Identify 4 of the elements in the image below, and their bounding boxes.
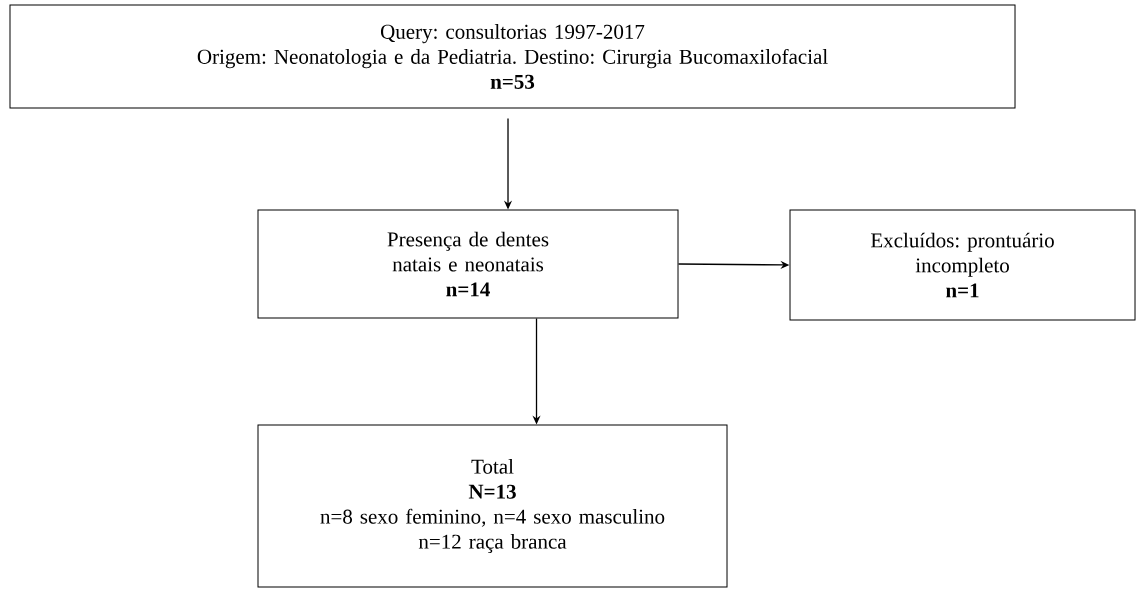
process-box: Query: consultorias 1997-2017 Origem: Neonatologia e da Pediatria. Destino: Cirurgia Bucomaxilofacial n=53 bbox=[9, 4, 1016, 109]
process-box: Excluídos: prontuário incompleto n=1 bbox=[789, 209, 1136, 321]
process-box: Presença de dentes natais e neonatais n=14 bbox=[257, 209, 679, 319]
process-box: Total N=13 n=8 sexo feminino, n=4 sexo masculino n=12 raça branca bbox=[257, 424, 728, 588]
